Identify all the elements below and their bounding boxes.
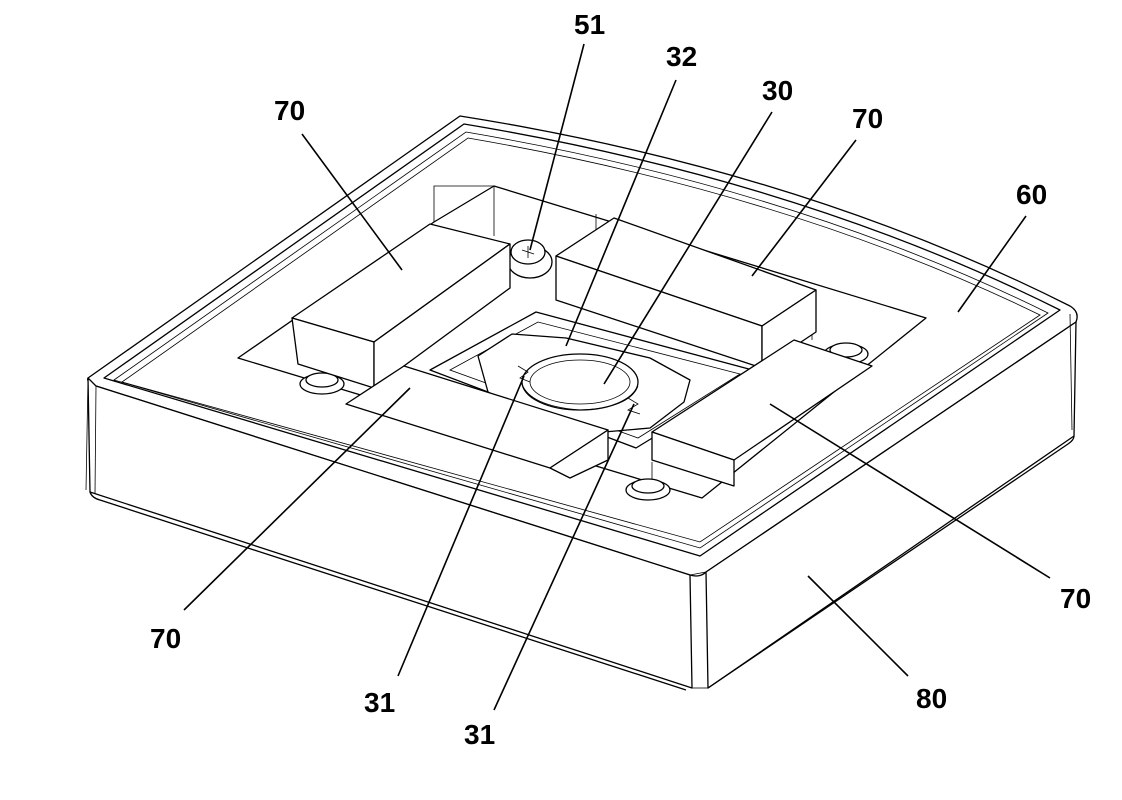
label-screw: 51 (574, 9, 605, 40)
leader-70-bottom-left (183, 387, 411, 611)
screw-left (299, 372, 345, 395)
screw-bottom (625, 478, 671, 501)
label-spring-left: 31 (364, 687, 395, 718)
leader-70-top-right (751, 139, 857, 277)
magnet-top-left (291, 223, 511, 389)
screw-top (507, 239, 553, 279)
label-cover: 60 (1016, 179, 1047, 210)
magnet-bottom-left (345, 365, 609, 479)
leader-30 (603, 111, 773, 385)
label-magnet-bottom-left: 70 (150, 623, 181, 654)
label-magnet-bottom-right: 70 (1060, 583, 1091, 614)
label-lens-holder: 30 (762, 75, 793, 106)
leader-70-top-left (301, 133, 403, 271)
leader-lines (183, 43, 1051, 711)
label-spring-right: 31 (464, 719, 495, 750)
label-magnet-top-right: 70 (852, 103, 883, 134)
leader-51 (529, 43, 585, 251)
label-magnet-top-left: 70 (274, 95, 305, 126)
leader-60 (957, 215, 1027, 313)
reference-labels: 51 32 30 70 70 60 70 70 80 31 31 (150, 9, 1091, 750)
label-base: 80 (916, 683, 947, 714)
magnet-top-right (555, 217, 817, 369)
leader-32 (565, 79, 677, 347)
label-inner-frame: 32 (666, 41, 697, 72)
leader-31-left (397, 375, 525, 677)
leader-70-bottom-right (769, 403, 1051, 579)
leader-31-right (493, 403, 635, 711)
leader-80 (807, 575, 909, 677)
cover-frame (103, 123, 1061, 557)
magnet-bottom-right (651, 339, 873, 487)
